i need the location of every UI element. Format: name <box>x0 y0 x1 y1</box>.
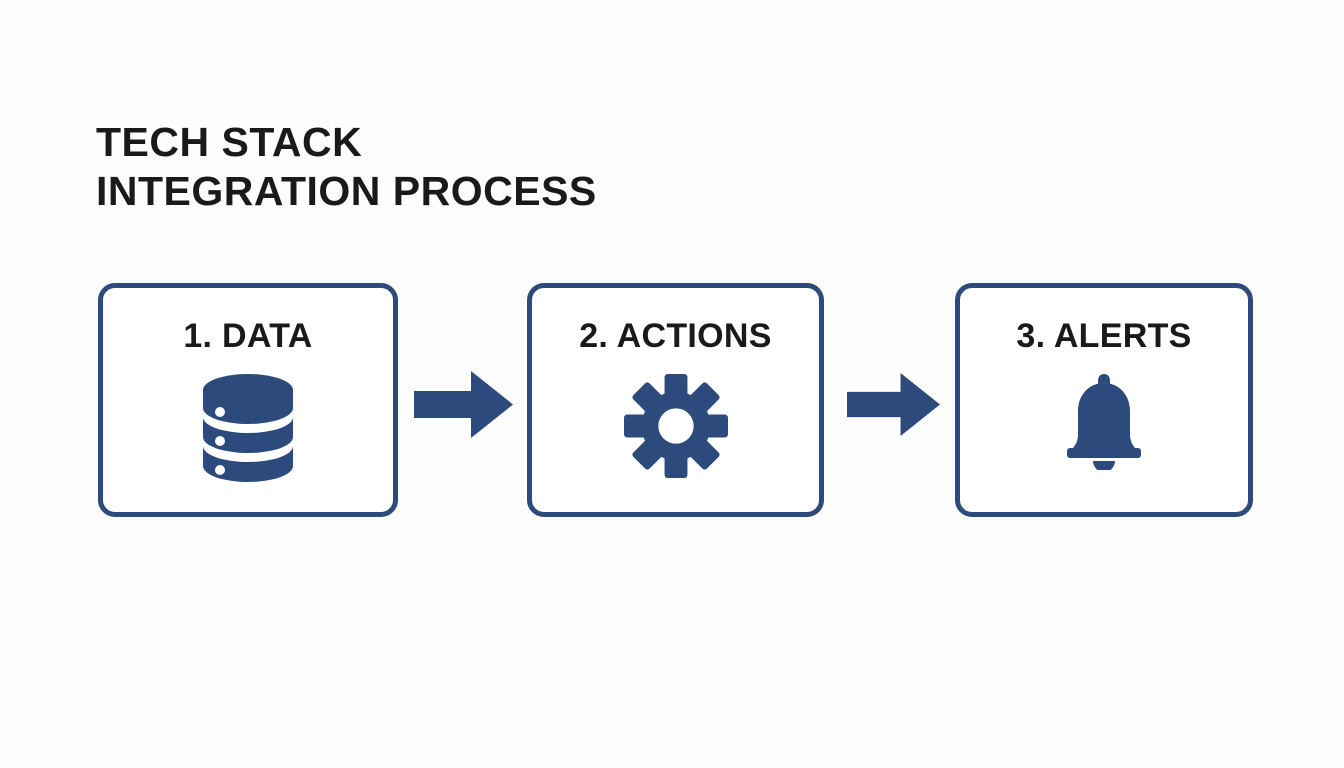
page-title: TECH STACK INTEGRATION PROCESS <box>96 118 597 216</box>
step-card-alerts[interactable]: 3. ALERTS <box>955 283 1253 517</box>
step-label-actions: 2. ACTIONS <box>579 317 772 355</box>
title-line-2: INTEGRATION PROCESS <box>96 168 597 214</box>
step-label-data: 1. DATA <box>183 317 313 355</box>
step-card-actions[interactable]: 2. ACTIONS <box>527 283 824 517</box>
step-card-data[interactable]: 1. DATA <box>98 283 398 517</box>
arrow-right-icon-2 <box>847 371 940 443</box>
arrow-right-icon-1 <box>414 371 513 443</box>
step-label-alerts: 3. ALERTS <box>1016 317 1192 355</box>
bell-icon <box>960 374 1248 470</box>
title-line-1: TECH STACK <box>96 119 363 165</box>
gear-icon <box>532 374 819 478</box>
process-flow: 1. DATA <box>0 283 1344 523</box>
database-icon <box>103 374 393 482</box>
